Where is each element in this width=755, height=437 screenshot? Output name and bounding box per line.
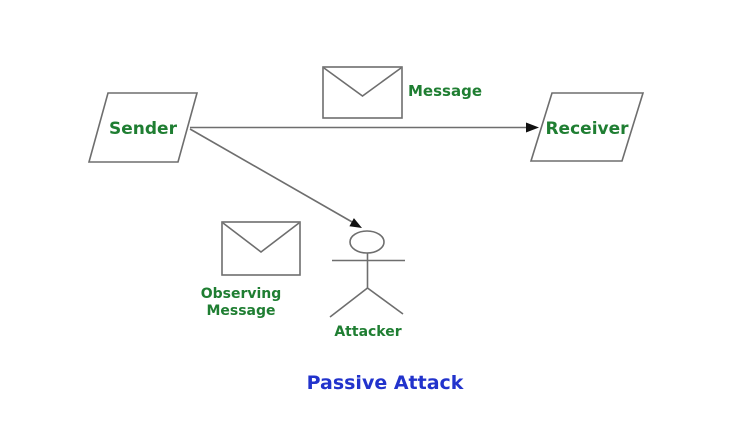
receiver-parallelogram-shape [529,92,645,162]
message-envelope-icon [322,66,403,119]
receiver-label: Receiver [545,119,629,139]
diagram-title: Passive Attack [307,372,464,394]
attacker-node: Attacker [329,230,405,340]
attacker-stick-figure-icon [329,230,405,318]
attacker-label: Attacker [334,324,401,340]
envelope-flap [222,222,300,254]
sender-to-receiver-arrowhead-icon [526,122,539,133]
sender-to-attacker-arrowhead-icon [349,218,362,228]
observing-message-annotation: Observing Message [201,221,301,319]
stick-figure-left-leg [329,287,368,318]
envelope-flap [323,67,402,97]
sender-node: Sender [87,92,199,163]
envelope-body [322,66,403,119]
message-label: Message [408,82,482,100]
sender-parallelogram-shape [87,92,199,163]
sender-label: Sender [109,119,178,139]
observing-message-label-line1: Observing [201,286,282,302]
message-annotation: Message [322,66,482,119]
stick-figure-right-leg [367,287,404,315]
receiver-node: Receiver [529,92,645,162]
sender-to-attacker-arrow-line [189,128,354,224]
observing-envelope-icon [221,221,301,276]
stick-figure-head [349,230,385,254]
observing-message-label-line2: Message [206,303,275,319]
envelope-body [221,221,301,276]
